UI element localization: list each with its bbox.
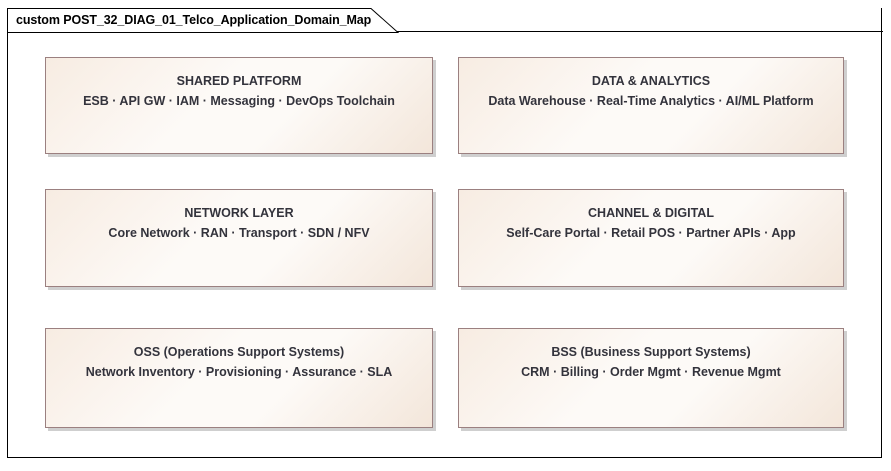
- package-oss-subtitle: Network Inventory · Provisioning · Assur…: [85, 365, 393, 379]
- package-oss-title: OSS (Operations Support Systems): [133, 345, 345, 359]
- package-shared-platform-content: SHARED PLATFORM ESB · API GW · IAM · Mes…: [46, 72, 432, 110]
- package-channel-and-digital-title: CHANNEL & DIGITAL: [588, 206, 714, 220]
- package-bss[interactable]: BSS (Business Support Systems) CRM · Bil…: [458, 328, 844, 428]
- package-data-and-analytics-title: DATA & ANALYTICS: [591, 74, 711, 88]
- package-network-layer-subtitle: Core Network · RAN · Transport · SDN / N…: [108, 226, 370, 240]
- package-shared-platform-subtitle: ESB · API GW · IAM · Messaging · DevOps …: [83, 94, 395, 108]
- package-network-layer-content: NETWORK LAYER Core Network · RAN · Trans…: [46, 204, 432, 242]
- package-shared-platform[interactable]: SHARED PLATFORM ESB · API GW · IAM · Mes…: [45, 57, 433, 154]
- package-data-and-analytics-content: DATA & ANALYTICS Data Warehouse · Real-T…: [459, 72, 843, 110]
- package-data-and-analytics[interactable]: DATA & ANALYTICS Data Warehouse · Real-T…: [458, 57, 844, 154]
- package-oss[interactable]: OSS (Operations Support Systems) Network…: [45, 328, 433, 428]
- package-oss-content: OSS (Operations Support Systems) Network…: [46, 343, 432, 381]
- package-channel-and-digital[interactable]: CHANNEL & DIGITAL Self-Care Portal · Ret…: [458, 189, 844, 287]
- package-data-and-analytics-subtitle: Data Warehouse · Real-Time Analytics · A…: [488, 94, 814, 108]
- package-bss-title: BSS (Business Support Systems): [551, 345, 751, 359]
- package-shared-platform-title: SHARED PLATFORM: [176, 74, 302, 88]
- package-bss-content: BSS (Business Support Systems) CRM · Bil…: [459, 343, 843, 381]
- package-channel-and-digital-content: CHANNEL & DIGITAL Self-Care Portal · Ret…: [459, 204, 843, 242]
- package-network-layer-title: NETWORK LAYER: [184, 206, 294, 220]
- package-network-layer[interactable]: NETWORK LAYER Core Network · RAN · Trans…: [45, 189, 433, 287]
- package-channel-and-digital-subtitle: Self-Care Portal · Retail POS · Partner …: [506, 226, 796, 240]
- diagram-title: custom POST_32_DIAG_01_Telco_Application…: [16, 13, 372, 27]
- package-bss-subtitle: CRM · Billing · Order Mgmt · Revenue Mgm…: [521, 365, 781, 379]
- diagram-frame-top-edge: [7, 31, 883, 32]
